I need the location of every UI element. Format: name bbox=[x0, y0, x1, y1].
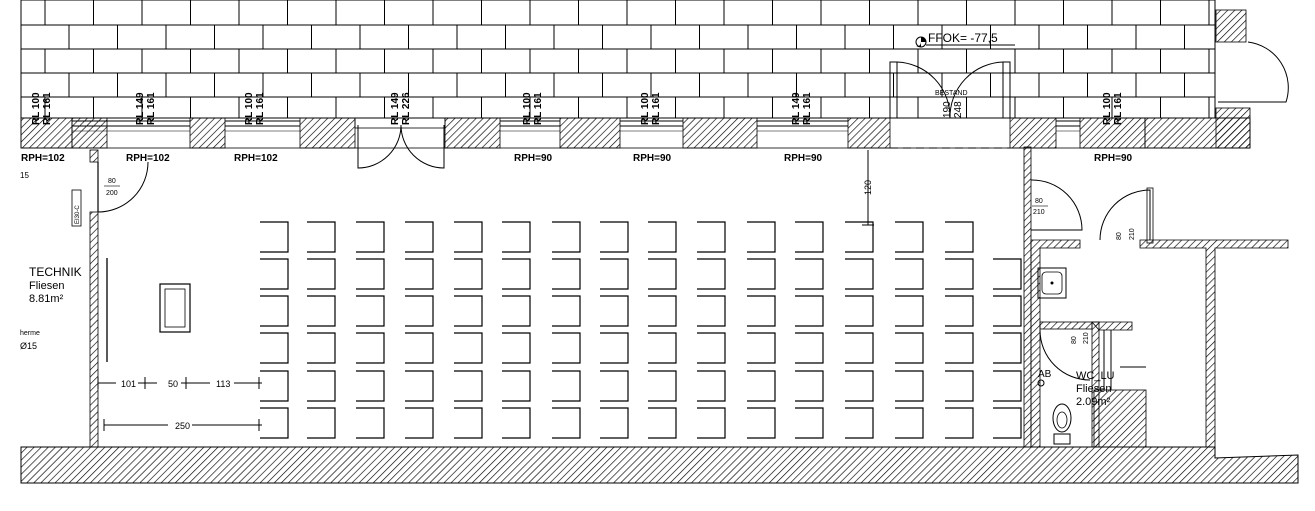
ab-label: AB bbox=[1038, 369, 1052, 380]
wc-walls bbox=[1023, 9, 1289, 448]
floor-drain-box bbox=[159, 283, 191, 333]
opening-label: 190 bbox=[942, 101, 953, 118]
level-marker-icon bbox=[915, 36, 1015, 48]
dimension-label: 101 bbox=[121, 379, 136, 389]
rph-label: RPH=90 bbox=[514, 153, 553, 164]
edge-label: 15 bbox=[20, 171, 29, 180]
fire-rating-tag bbox=[71, 189, 82, 227]
rph-label: RPH=102 bbox=[234, 153, 278, 164]
opening-label: RL 100 bbox=[640, 92, 651, 125]
rph-label: RPH=90 bbox=[633, 153, 672, 164]
door-dim-label: 80 bbox=[108, 178, 116, 185]
dimension-label: 250 bbox=[175, 421, 190, 431]
edge-label: Ø15 bbox=[20, 341, 37, 351]
sink-icon bbox=[1037, 267, 1067, 299]
doors bbox=[97, 41, 1289, 381]
door-dim-label: 80 bbox=[1035, 198, 1043, 205]
room-area-wc: 2.09m² bbox=[1076, 396, 1111, 408]
dimension-label: 113 bbox=[216, 379, 230, 389]
opening-label: RL 100 bbox=[31, 92, 42, 125]
door-dim-label: 200 bbox=[106, 190, 118, 197]
room-floor-technik: Fliesen bbox=[29, 280, 64, 292]
opening-label: RL 161 bbox=[1113, 92, 1124, 125]
brick-wall-pattern bbox=[21, 0, 1215, 119]
dimension-label: 50 bbox=[168, 379, 178, 389]
opening-label: 248 bbox=[953, 101, 964, 118]
edge-label: herme bbox=[20, 330, 40, 337]
opening-label: RL 100 bbox=[244, 92, 255, 125]
opening-label: RL 161 bbox=[802, 92, 813, 125]
door-dim-label: 210 bbox=[1083, 332, 1090, 344]
opening-label: RL 161 bbox=[255, 92, 266, 125]
dimension-label: 120 bbox=[863, 180, 873, 195]
seating-grid bbox=[260, 221, 1022, 439]
level-marker-text: FFOK= -77,5 bbox=[928, 31, 998, 45]
door-dim-label: 80 bbox=[1116, 232, 1123, 240]
room-name-technik: TECHNIK bbox=[29, 265, 82, 279]
opening-label: RL 161 bbox=[533, 92, 544, 125]
room-floor-wc: Fliesen bbox=[1076, 383, 1111, 395]
bestand-label: BESTAND bbox=[935, 90, 968, 97]
opening-label: RL 149 bbox=[791, 92, 802, 125]
rph-label: RPH=102 bbox=[126, 153, 170, 164]
bottom-wall bbox=[20, 446, 1299, 484]
opening-label: RL 100 bbox=[1102, 92, 1113, 125]
text-labels: FFOK= -77,5 BESTAND RPH=102 RPH=102 RPH=… bbox=[20, 31, 1136, 431]
facade-wall bbox=[20, 117, 1251, 149]
room-area-technik: 8.81m² bbox=[29, 293, 64, 305]
window-openings bbox=[72, 120, 1080, 132]
opening-label: RL 149 bbox=[135, 92, 146, 125]
door-dim-label: 210 bbox=[1033, 209, 1045, 216]
opening-label: RL 161 bbox=[42, 92, 53, 125]
drain-symbol bbox=[1037, 379, 1045, 387]
room-name-wc: WC_LU bbox=[1076, 370, 1115, 382]
opening-label: RL 226 bbox=[401, 92, 412, 125]
rph-label: RPH=102 bbox=[21, 153, 65, 164]
door-dim-label: 210 bbox=[1129, 228, 1136, 240]
technik-walls bbox=[71, 149, 191, 448]
door-dim-label: 80 bbox=[1071, 336, 1078, 344]
rph-label: RPH=90 bbox=[784, 153, 823, 164]
toilet-icon bbox=[1052, 403, 1072, 445]
opening-label: RL 149 bbox=[390, 92, 401, 125]
opening-label: RL 100 bbox=[522, 92, 533, 125]
opening-label: RL 161 bbox=[146, 92, 157, 125]
rph-label: RPH=90 bbox=[1094, 153, 1133, 164]
opening-label: RL 161 bbox=[651, 92, 662, 125]
fire-rating-label: EI30-C bbox=[75, 205, 81, 224]
